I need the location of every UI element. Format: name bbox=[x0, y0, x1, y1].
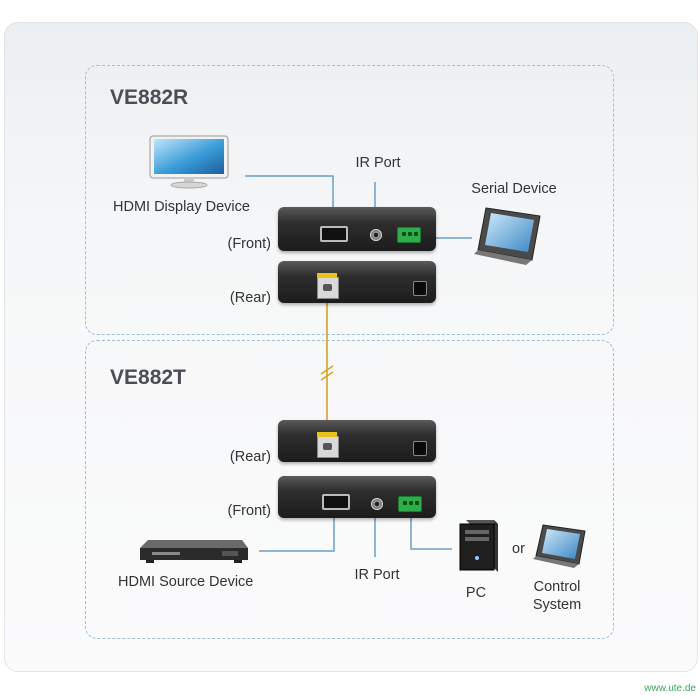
diagram-canvas bbox=[4, 22, 698, 672]
or-label: or bbox=[512, 541, 525, 557]
receiver-title: VE882R bbox=[110, 86, 189, 109]
hdmi-source-device-icon bbox=[140, 540, 248, 563]
receiver-ir-port-icon bbox=[370, 229, 382, 241]
receiver-front-label: (Front) bbox=[227, 236, 272, 252]
receiver-rear-label: (Rear) bbox=[229, 290, 271, 306]
transmitter-ir-port-icon bbox=[371, 498, 383, 510]
receiver-hdmi-line bbox=[245, 175, 334, 222]
transmitter-title: VE882T bbox=[110, 366, 186, 389]
transmitter-panel bbox=[85, 340, 614, 639]
hdmi-display-icon bbox=[149, 135, 229, 189]
receiver-serial-terminal-icon bbox=[397, 227, 421, 243]
transmitter-front-label: (Front) bbox=[227, 503, 272, 519]
control-system-label-line2: System bbox=[532, 597, 582, 613]
transmitter-serial-terminal-icon bbox=[398, 496, 422, 512]
transmitter-hdmi-line bbox=[259, 509, 335, 552]
transmitter-rear-label: (Rear) bbox=[229, 449, 271, 465]
pc-icon bbox=[459, 520, 498, 572]
transmitter-ir-port-label: IR Port bbox=[354, 567, 400, 583]
receiver-rear-unit bbox=[278, 261, 436, 303]
hdmi-source-label: HDMI Source Device bbox=[118, 574, 254, 590]
control-system-label-line1: Control bbox=[533, 579, 581, 595]
transmitter-serial-line bbox=[410, 512, 452, 550]
watermark: www.ute.de bbox=[644, 683, 696, 694]
transmitter-rear-unit bbox=[278, 420, 436, 462]
serial-device-label: Serial Device bbox=[471, 181, 557, 197]
receiver-fiber-port-icon bbox=[317, 273, 339, 299]
pc-label: PC bbox=[465, 585, 487, 601]
transmitter-hdmi-port-icon bbox=[322, 494, 350, 510]
receiver-hdmi-port-icon bbox=[320, 226, 348, 242]
receiver-panel bbox=[85, 65, 614, 335]
transmitter-fiber-port-icon bbox=[317, 432, 339, 458]
control-system-icon bbox=[533, 524, 586, 568]
receiver-power-jack-icon bbox=[413, 281, 427, 296]
serial-device-icon bbox=[474, 207, 541, 265]
hdmi-display-label: HDMI Display Device bbox=[113, 199, 250, 215]
transmitter-power-jack-icon bbox=[413, 441, 427, 456]
receiver-ir-port-label: IR Port bbox=[355, 155, 401, 171]
